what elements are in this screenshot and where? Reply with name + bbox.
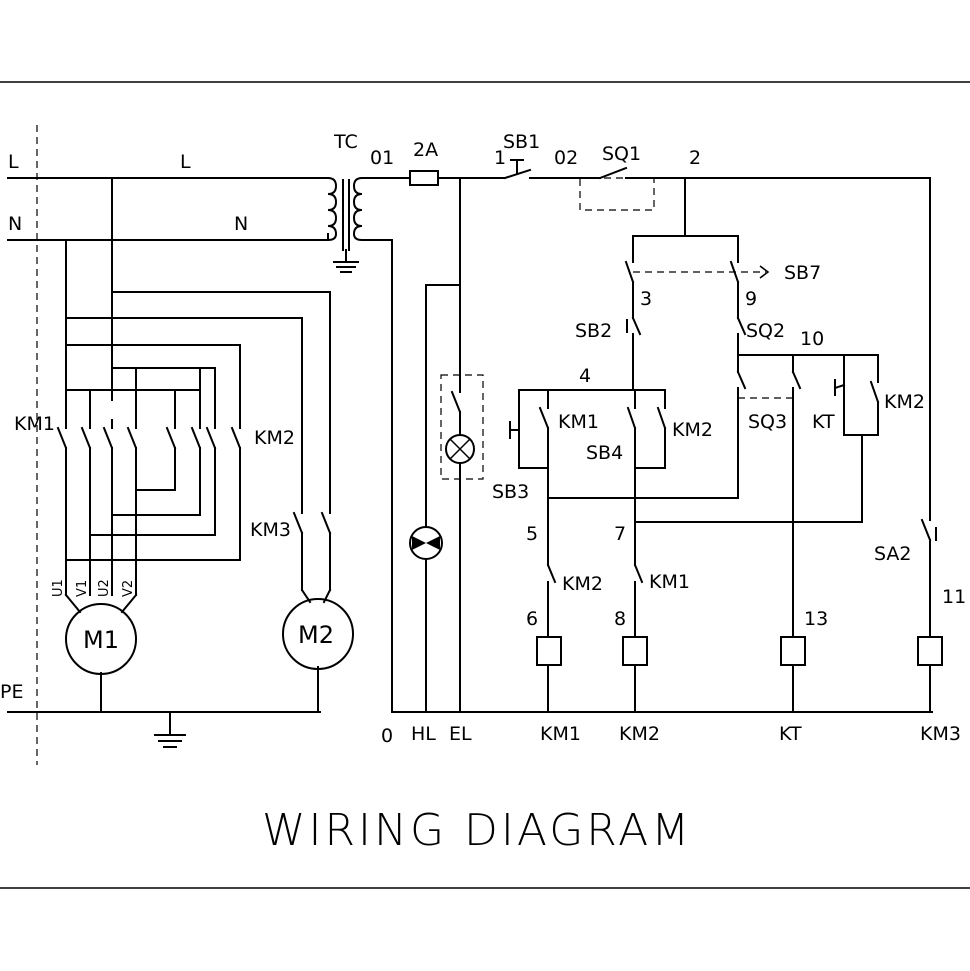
coil-km2 [622,636,648,666]
coil-km1 [536,636,562,666]
el-dashed-box [440,374,484,480]
label-bottom-km1: KM1 [540,723,581,745]
label-bottom-kt: KT [779,723,802,745]
motor-m1 [65,603,137,675]
diagram-title: WIRING DIAGRAM [262,805,692,856]
label-node-11: 11 [942,586,966,608]
terminal-v1: V1 [75,580,90,597]
label-bottom-el: EL [449,723,472,745]
label-sb3: SB3 [492,481,529,503]
terminal-u1: U1 [51,579,66,597]
terminal-v2: V2 [121,580,136,597]
label-sb1: SB1 [503,131,540,153]
label-node-10: 10 [800,328,824,350]
label-node-02: 02 [554,147,578,169]
label-pe: PE [0,681,23,703]
fuse-2a [409,170,439,186]
motor-m2 [282,598,354,670]
label-tc: TC [333,131,358,153]
label-sa2: SA2 [874,543,912,565]
label-sq2: SQ2 [746,320,785,342]
label-node-9: 9 [745,288,757,310]
transformer-tc [326,176,364,273]
label-node-6: 6 [526,608,538,630]
label-bus-n: N [234,213,248,235]
label-node-7: 7 [614,523,626,545]
label-node-2: 2 [689,147,701,169]
label-km2-power: KM2 [254,427,295,449]
power-circuit [7,177,332,713]
label-left-n: N [8,213,22,235]
label-sq1: SQ1 [602,143,641,165]
ground-symbol-pe [154,711,186,748]
label-km2-nc: KM2 [562,573,603,595]
sq1-dashed-box [579,177,655,211]
hl-indicator-fill [412,536,440,550]
label-m1: M1 [83,626,119,654]
label-node-13: 13 [804,608,828,630]
label-km2-aux: KM2 [672,419,713,441]
control-circuit [361,159,937,713]
label-node-1: 1 [494,147,506,169]
label-km2-hold: KM2 [884,391,925,413]
coil-kt [780,636,806,666]
label-sb2: SB2 [575,320,612,342]
label-node-3: 3 [640,288,652,310]
label-km1-power: KM1 [14,413,55,435]
coil-km3 [917,636,943,666]
label-km1-aux: KM1 [558,411,599,433]
label-km1-nc: KM1 [649,571,690,593]
label-sq3: SQ3 [748,411,787,433]
label-bottom-km3: KM3 [920,723,961,745]
label-km3-power: KM3 [250,519,291,541]
label-m2: M2 [298,621,334,649]
label-node-01: 01 [370,147,394,169]
label-sb4: SB4 [586,442,623,464]
label-node-5: 5 [526,523,538,545]
label-bus-l: L [180,151,191,173]
label-node-0: 0 [381,725,393,747]
label-left-l: L [8,151,19,173]
label-fuse: 2A [413,139,438,161]
label-node-4: 4 [579,365,591,387]
terminal-u2: U2 [97,579,112,597]
el-lamp-cross-b [449,438,471,460]
sb7-arrow [759,265,770,279]
label-node-8: 8 [614,608,626,630]
label-sb7: SB7 [784,262,821,284]
label-kt-contact: KT [812,411,835,433]
label-bottom-km2: KM2 [619,723,660,745]
label-bottom-hl: HL [411,723,436,745]
